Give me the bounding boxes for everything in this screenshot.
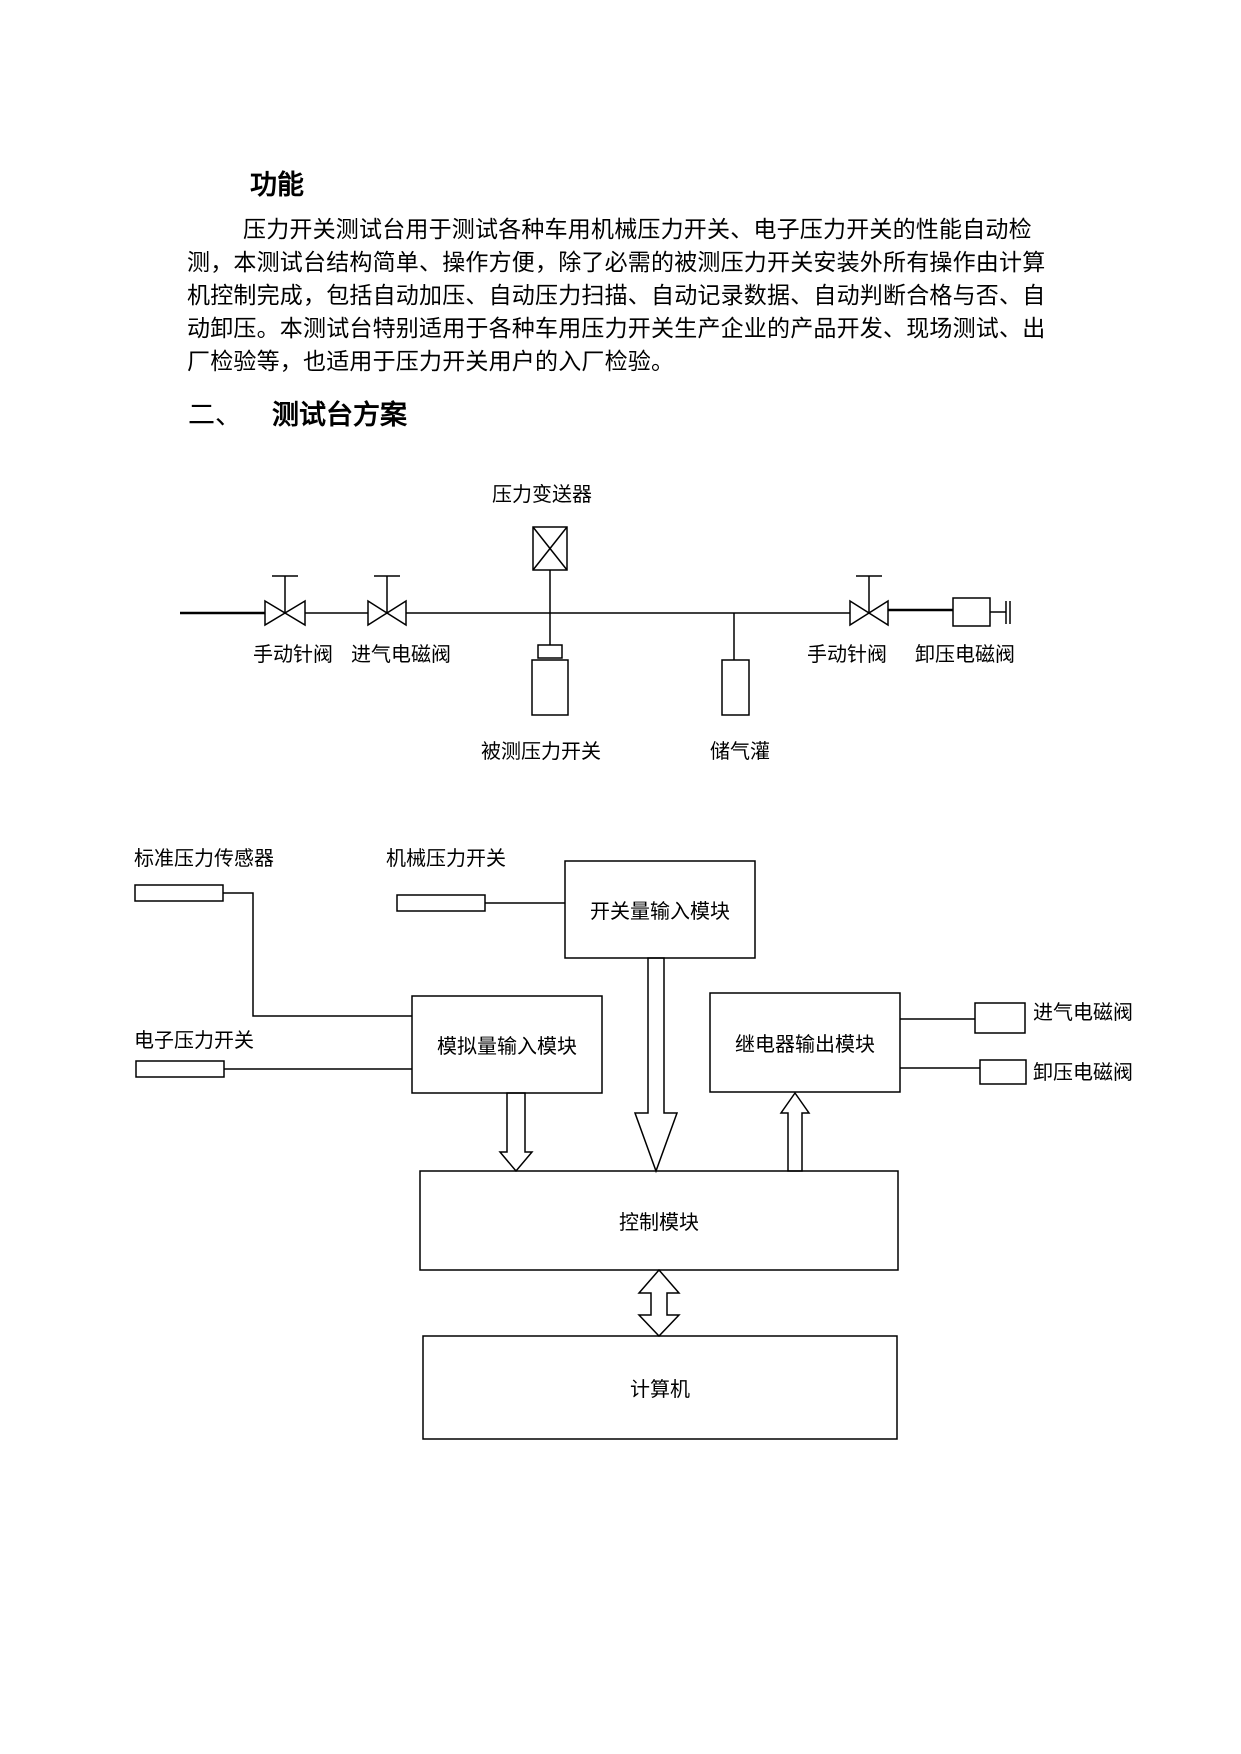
relay-output-module-label: 继电器输出模块 [735, 1032, 875, 1056]
section-number-2: 二、 [188, 400, 242, 431]
arrow-digital-to-control-icon [633, 957, 679, 1174]
relay-output-module-box [709, 992, 901, 1093]
release-solenoid-icon [952, 597, 991, 627]
label-gas-tank: 储气灌 [710, 739, 770, 763]
label-inlet-solenoid-valve: 进气电磁阀 [351, 642, 451, 666]
control-module-label: 控制模块 [619, 1210, 699, 1234]
arrow-analog-to-control-icon [498, 1092, 534, 1173]
standard-sensor-icon [134, 884, 224, 902]
label-pressure-transmitter: 压力变送器 [492, 482, 592, 506]
valve-manual-left-icon [264, 599, 287, 627]
analog-input-module-label: 模拟量输入模块 [437, 1034, 577, 1058]
label-mechanical-pressure-switch: 机械压力开关 [386, 846, 506, 870]
label-manual-needle-valve-left: 手动针阀 [253, 642, 333, 666]
computer-label: 计算机 [630, 1377, 690, 1401]
output-inlet-solenoid-icon [974, 1002, 1026, 1034]
gas-tank-icon [721, 659, 750, 716]
label-tested-pressure-switch: 被测压力开关 [481, 739, 601, 763]
arrow-control-computer-icon [637, 1268, 681, 1338]
label-electronic-pressure-switch: 电子压力开关 [134, 1028, 254, 1052]
section-heading-test-bench-scheme: 测试台方案 [272, 400, 407, 431]
label-release-solenoid-valve: 卸压电磁阀 [915, 642, 1015, 666]
intro-paragraph: 压力开关测试台用于测试各种车用机械压力开关、电子压力开关的性能自动检测，本测试台… [187, 217, 1046, 375]
label-output-release-solenoid-valve: 卸压电磁阀 [1033, 1060, 1133, 1084]
valve-manual-right-icon [849, 599, 871, 627]
section-heading-function: 功能 [250, 170, 304, 201]
valve-inlet-solenoid-icon [367, 599, 389, 627]
output-release-solenoid-icon [979, 1059, 1027, 1085]
label-standard-pressure-sensor: 标准压力传感器 [134, 846, 274, 870]
electronic-switch-icon [135, 1060, 225, 1078]
label-manual-needle-valve-right: 手动针阀 [807, 642, 887, 666]
mechanical-switch-icon [396, 894, 486, 912]
digital-input-module-label: 开关量输入模块 [590, 899, 730, 923]
arrow-control-to-relay-icon [779, 1091, 811, 1172]
tested-switch-icon [531, 659, 569, 716]
label-output-inlet-solenoid-valve: 进气电磁阀 [1033, 1000, 1133, 1024]
